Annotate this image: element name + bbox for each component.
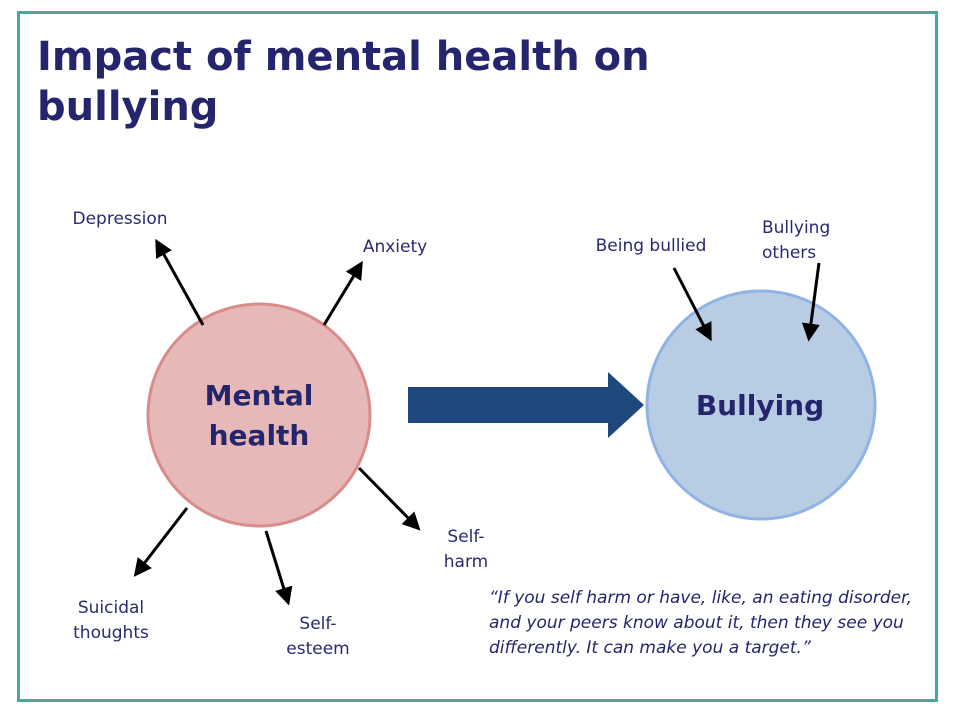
big-right-arrow — [408, 372, 644, 438]
arrow-to-self-esteem — [264, 530, 293, 606]
bullying-others-line1: Bullying — [762, 218, 831, 238]
bullying-others-label: Bullying others — [762, 216, 862, 266]
self-harm-line1: Self- — [447, 527, 485, 547]
self-esteem-line1: Self- — [299, 614, 337, 634]
arrow-to-depression — [155, 238, 205, 326]
being-bullied-label: Being bullied — [595, 236, 707, 256]
mental-health-label-line2: health — [208, 419, 310, 452]
bullying-label: Bullying — [695, 389, 825, 422]
quote-text: “If you self harm or have, like, an eati… — [489, 588, 912, 658]
arrow-to-anxiety — [322, 260, 363, 326]
slide-frame — [17, 11, 938, 702]
arrow-to-suicidal-thoughts — [133, 507, 189, 577]
mental-health-label-line1: Mental — [204, 379, 314, 412]
self-esteem-label: Self- esteem — [273, 612, 363, 662]
arrow-from-being-bullied — [672, 267, 712, 342]
arrow-from-bullying-others — [801, 262, 821, 342]
bullying-circle — [645, 289, 877, 521]
bullying-others-line2: others — [762, 243, 817, 263]
suicidal-thoughts-line1: Suicidal — [77, 598, 145, 618]
suicidal-thoughts-line2: thoughts — [73, 623, 149, 643]
page-title: Impact of mental health on bullying — [37, 34, 650, 130]
suicidal-thoughts-label: Suicidal thoughts — [51, 596, 171, 646]
depression-label: Depression — [72, 209, 168, 229]
self-esteem-line2: esteem — [286, 639, 350, 659]
self-harm-line2: harm — [443, 552, 489, 572]
anxiety-label: Anxiety — [362, 237, 428, 257]
arrow-to-self-harm — [357, 466, 421, 531]
mental-health-label: Mental health — [169, 376, 349, 456]
self-harm-label: Self- harm — [421, 525, 511, 575]
mental-health-circle — [146, 302, 372, 528]
